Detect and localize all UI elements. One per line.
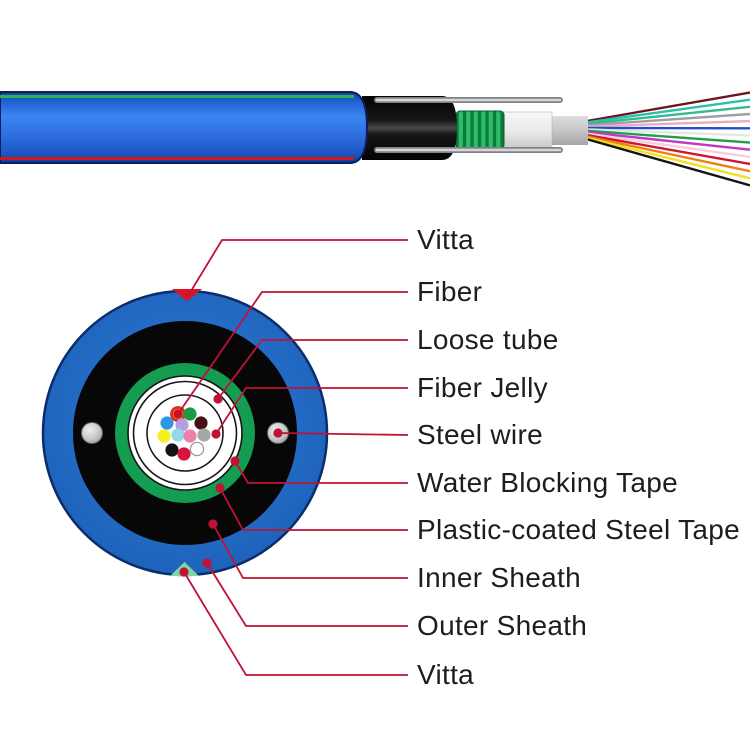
leader-water-blocking-tape [234, 460, 408, 484]
leader-fiber-jelly [215, 387, 408, 435]
dot-outer-sheath [202, 558, 212, 568]
cable-steel-wires [374, 97, 563, 153]
fiber-dot-gray [197, 428, 211, 442]
fan-fiber-12 [583, 135, 750, 180]
cable-inner-sheath [362, 96, 457, 160]
cable-armor-tape [455, 110, 505, 150]
dot-plastic-coated-steel-tape [215, 483, 225, 493]
label-loose-tube: Loose tube [417, 324, 559, 355]
fan-fiber-0 [583, 91, 750, 123]
label-inner-sheath: Inner Sheath [417, 562, 581, 593]
label-vitta-top: Vitta [417, 224, 475, 255]
leader-outer-sheath [206, 562, 408, 627]
cable-outer-sheath [0, 91, 369, 164]
fan-fiber-4 [583, 119, 750, 128]
fiber-dot-red [177, 447, 191, 461]
fiber-dot-blue [160, 416, 174, 430]
cable-loose-tube [550, 116, 588, 145]
dot-vitta-bottom [179, 567, 189, 577]
leader-vitta-top [187, 239, 408, 297]
label-outer-sheath: Outer Sheath [417, 610, 588, 641]
dot-fiber-jelly [211, 429, 221, 439]
fan-fiber-9 [583, 132, 750, 159]
leader-loose-tube [217, 339, 408, 400]
fan-fiber-1 [583, 98, 750, 124]
fiber-dot-yellow [157, 429, 171, 443]
fiber-bundle [157, 406, 211, 461]
fiber-dot-green [183, 407, 197, 421]
label-vitta-bottom: Vitta [417, 659, 475, 690]
leader-lines [177, 239, 409, 676]
label-water-blocking-tape: Water Blocking Tape [417, 467, 678, 498]
label-fiber-jelly: Fiber Jelly [417, 372, 548, 403]
stripped-cable-illustration [0, 91, 750, 187]
fiber-dot-white [189, 441, 205, 457]
fan-fiber-8 [583, 130, 750, 151]
leader-inner-sheath [212, 523, 408, 579]
fan-fiber-3 [583, 112, 750, 127]
label-fiber: Fiber [417, 276, 483, 307]
dot-fiber [173, 409, 183, 419]
fan-fiber-11 [583, 134, 750, 173]
fiber-dot-cyan [171, 428, 185, 442]
leader-vitta-bottom [183, 571, 408, 676]
leader-dots [173, 394, 283, 577]
cs-steel-wire-left [81, 422, 103, 444]
dot-steel-wire [273, 428, 283, 438]
dot-inner-sheath [208, 519, 218, 529]
fan-fiber-6 [583, 128, 750, 137]
label-steel-wire: Steel wire [417, 419, 543, 450]
cs-vitta-top-triangle [172, 289, 202, 301]
fan-fiber-7 [583, 129, 750, 144]
fan-fiber-10 [583, 133, 750, 166]
label-plastic-coated-steel-tape: Plastic-coated Steel Tape [417, 514, 740, 545]
fiber-dot-maroon [194, 416, 208, 430]
leader-fiber [177, 291, 408, 415]
dot-water-blocking-tape [230, 456, 240, 466]
fiber-dot-black [165, 443, 179, 457]
leader-steel-wire [277, 432, 409, 436]
dot-loose-tube [213, 394, 223, 404]
cs-tape-inner-ring [132, 380, 238, 486]
fiber-dot-lavender [175, 418, 189, 432]
fiber-dot-pink [183, 429, 197, 443]
cable-water-blocking-tape [501, 111, 553, 149]
cross-section [41, 289, 329, 577]
fan-fiber-2 [583, 105, 750, 126]
cs-loose-tube-ring [146, 394, 224, 472]
fan-fibers [583, 91, 750, 187]
leader-plastic-coated-steel-tape [219, 487, 408, 531]
fan-fiber-13 [583, 137, 750, 187]
